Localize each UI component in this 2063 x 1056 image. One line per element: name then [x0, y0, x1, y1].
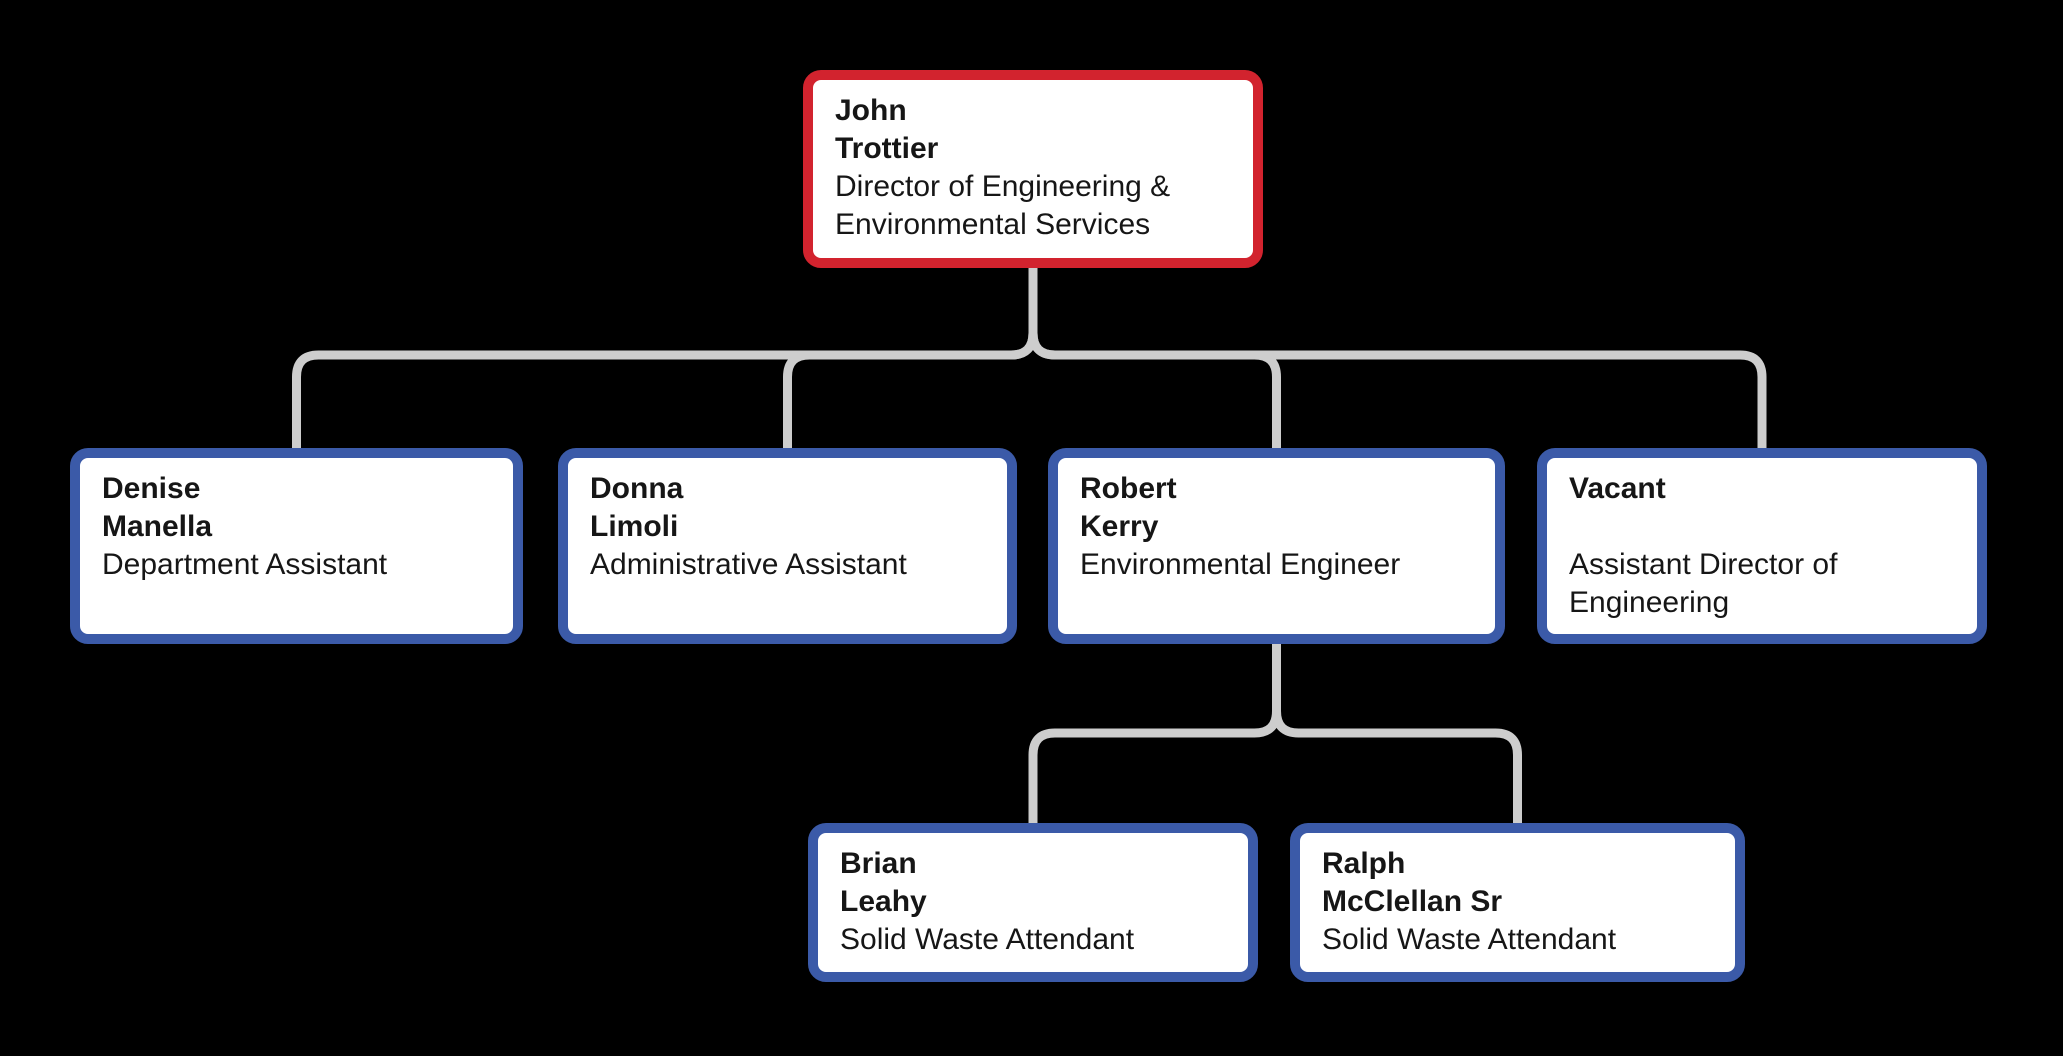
- person-name: Vacant: [1569, 470, 1955, 546]
- last-name: Leahy: [840, 885, 927, 918]
- first-name: Robert: [1080, 472, 1177, 505]
- first-name: Donna: [590, 472, 684, 505]
- first-name: John: [835, 94, 907, 127]
- connector-edge-robert-kerry-to-ralph-mcclellan-sr: [1272, 644, 1522, 823]
- first-name: Vacant: [1569, 472, 1666, 505]
- connector-edge-john-trottier-to-vacant: [1028, 268, 1767, 448]
- job-title: Solid Waste Attendant: [840, 923, 1135, 956]
- first-name: Brian: [840, 847, 917, 880]
- job-title: Environmental Engineer: [1080, 548, 1401, 581]
- connector-edge-robert-kerry-to-brian-leahy: [1028, 644, 1281, 823]
- connector-edge-john-trottier-to-donna-limoli: [783, 268, 1038, 448]
- first-name: Denise: [102, 472, 201, 505]
- first-name: Ralph: [1322, 847, 1406, 880]
- job-title: Director of Engineering & Environmental …: [835, 170, 1171, 241]
- job-title: Solid Waste Attendant: [1322, 923, 1617, 956]
- job-title: Administrative Assistant: [590, 548, 907, 581]
- last-name: Trottier: [835, 132, 939, 165]
- last-name: Manella: [102, 510, 213, 543]
- job-title: Department Assistant: [102, 548, 388, 581]
- last-name: McClellan Sr: [1322, 885, 1503, 918]
- last-name: Kerry: [1080, 510, 1159, 543]
- last-name: Limoli: [590, 510, 679, 543]
- job-title: Assistant Director of Engineering: [1569, 548, 1838, 619]
